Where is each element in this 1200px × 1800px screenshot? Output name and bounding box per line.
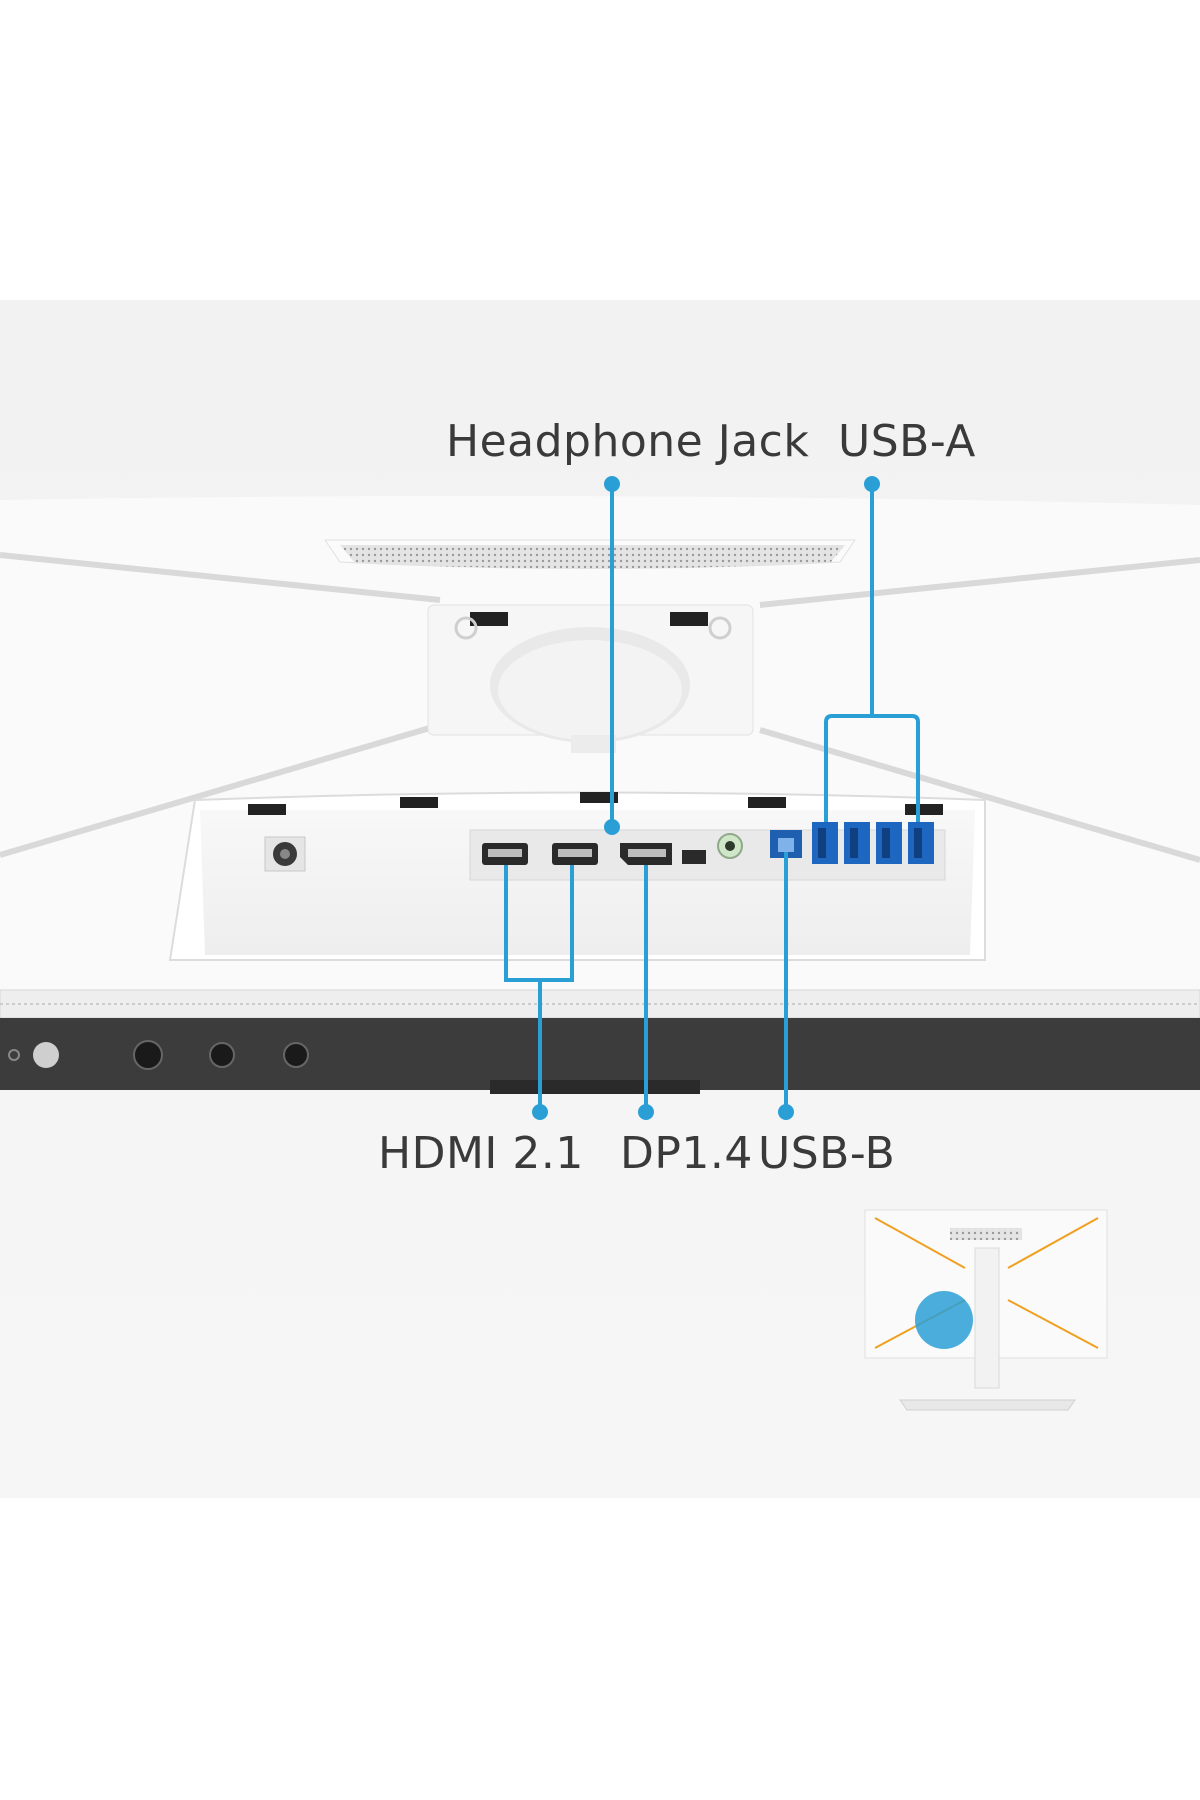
callout-headphone-jack: Headphone Jack <box>446 416 810 467</box>
callout-usb-a: USB-A <box>838 416 976 467</box>
callout-hdmi: HDMI 2.1 <box>378 1128 584 1179</box>
control-knob-icon <box>8 1040 309 1070</box>
io-panel <box>168 791 986 961</box>
power-port-icon <box>264 836 306 872</box>
callout-leaders <box>504 476 920 1120</box>
monitor-thumbnail <box>864 1209 1108 1411</box>
displayport-icon <box>620 843 672 865</box>
usb-a-port-icon <box>812 822 934 864</box>
callout-usb-b: USB-B <box>758 1128 896 1179</box>
hdmi-port-icon <box>482 843 598 865</box>
stand-mount <box>427 604 754 753</box>
callout-dp: DP1.4 <box>620 1128 753 1179</box>
speaker-grille-icon <box>324 539 856 569</box>
bottom-bezel <box>0 1018 1200 1094</box>
audio-jack-icon <box>717 833 743 859</box>
